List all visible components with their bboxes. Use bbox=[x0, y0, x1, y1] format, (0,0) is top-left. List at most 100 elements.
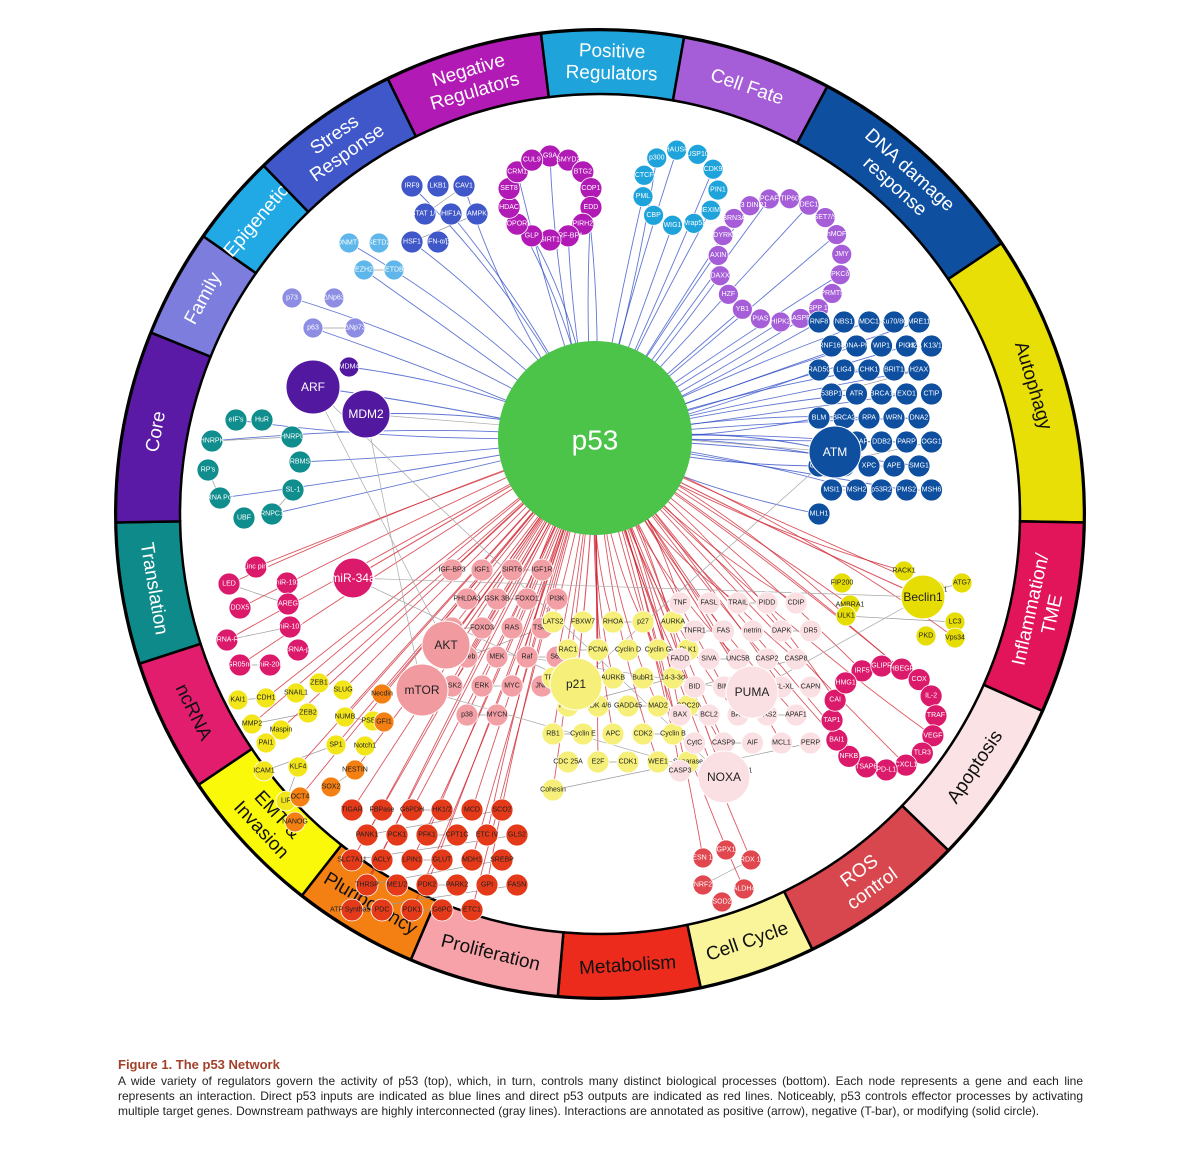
gene-node-circle bbox=[907, 310, 931, 334]
gene-node: RACK1 bbox=[892, 560, 916, 582]
gene-node-label: CASP2 bbox=[756, 656, 779, 663]
gene-node: FADD bbox=[668, 647, 692, 671]
gene-node-label: SIRT6 bbox=[502, 567, 522, 574]
gene-node-label: NUMB bbox=[335, 714, 356, 721]
gene-node: HuR bbox=[250, 408, 274, 432]
gene-node: SP1 bbox=[325, 734, 347, 756]
gene-node: SIRT6 bbox=[500, 558, 524, 582]
gene-node-circle bbox=[270, 719, 292, 741]
hub-node-circle bbox=[285, 359, 341, 415]
gene-node-label: PERP bbox=[801, 740, 820, 747]
gene-node-label: RNPC1 bbox=[260, 511, 284, 518]
gene-node-label: IFN-α/β bbox=[426, 239, 450, 246]
gene-node-circle bbox=[371, 683, 393, 705]
gene-node-circle bbox=[616, 750, 640, 774]
gene-node-circle bbox=[826, 224, 847, 245]
gene-node: MYCN bbox=[485, 703, 509, 727]
gene-node-label: Separase bbox=[673, 759, 703, 766]
gene-node-circle bbox=[500, 616, 524, 640]
gene-node-circle bbox=[854, 755, 878, 779]
gene-node: SREBP bbox=[490, 848, 514, 872]
gene-node: WEE1 bbox=[646, 750, 670, 774]
gene-node-label: miR-107 bbox=[277, 624, 304, 631]
gene-node-label: TAP1 bbox=[824, 717, 841, 724]
gene-node: BAI1 bbox=[825, 728, 849, 752]
gene-node-circle bbox=[445, 873, 469, 897]
gene-node: USP10 bbox=[687, 143, 709, 165]
gene-node-label: JNK bbox=[535, 683, 549, 690]
gene-node-label: ΔNp73 bbox=[344, 325, 366, 332]
gene-node-circle bbox=[196, 458, 220, 482]
gene-node: IL-2 bbox=[919, 684, 943, 708]
gene-node-label: 14-3-3σ bbox=[661, 675, 686, 682]
gene-node-circle bbox=[430, 898, 454, 922]
gene-node-label: NESTIN bbox=[342, 767, 368, 774]
gene-node-label: COX bbox=[912, 676, 928, 683]
gene-node-label: FAS bbox=[717, 628, 731, 635]
gene-node-label: FBXW7 bbox=[571, 619, 595, 626]
gene-node: WIG1 bbox=[662, 214, 683, 236]
gene-node-label: HEXIM1 bbox=[698, 207, 724, 214]
gene-node-label: PI3K bbox=[549, 596, 565, 603]
gene-node-circle bbox=[895, 382, 918, 406]
gene-node-label: p53R2 bbox=[871, 487, 892, 494]
gene-node-label: GADD45 bbox=[614, 703, 642, 710]
gene-node-label: CDH1 bbox=[256, 695, 275, 702]
segment-inflammation-label: Inflammation/TME bbox=[1008, 551, 1075, 672]
gene-node: FASN bbox=[505, 873, 529, 897]
gene-node-circle bbox=[616, 638, 640, 662]
gene-node: SETDB1 bbox=[380, 259, 408, 281]
gene-node-label: MSH6 bbox=[922, 487, 942, 494]
gene-node-circle bbox=[857, 358, 881, 382]
gene-node-circle bbox=[250, 408, 274, 432]
gene-node-circle bbox=[556, 750, 580, 774]
gene-node-label: RACK1 bbox=[892, 568, 915, 575]
gene-node-label: MSH2 bbox=[847, 487, 867, 494]
gene-node: AIF bbox=[741, 731, 764, 755]
gene-node: MDM4 bbox=[338, 356, 359, 378]
segment-ros: ROScontrol bbox=[782, 803, 950, 951]
gene-node-label: PML bbox=[636, 193, 651, 200]
gene-node: AURKB bbox=[601, 666, 625, 690]
gene-node: HIPK2 bbox=[770, 311, 791, 333]
gene-node: FOXO3 bbox=[470, 616, 494, 640]
gene-node-circle bbox=[586, 750, 610, 774]
gene-node-circle bbox=[208, 486, 232, 510]
gene-node-label: RPA bbox=[862, 415, 876, 422]
gene-node-label: NFKB bbox=[840, 753, 859, 760]
gene-node-label: RSK2 bbox=[443, 683, 461, 690]
gene-node: H2AX bbox=[907, 358, 931, 382]
gene-node-circle bbox=[731, 298, 753, 320]
gene-node-label: SREBP bbox=[490, 857, 514, 864]
gene-node-label: MAD2 bbox=[648, 703, 668, 710]
gene-node-circle bbox=[430, 798, 454, 822]
gene-node: APAF1 bbox=[784, 703, 808, 727]
gene-node-circle bbox=[668, 647, 692, 671]
hub-node-label: Beclin1 bbox=[903, 590, 943, 604]
gene-node: TOPORS bbox=[502, 212, 532, 236]
gene-node: TRAIL bbox=[726, 591, 750, 615]
hub-node-circle bbox=[725, 665, 779, 719]
gene-node: RNF8 bbox=[807, 310, 831, 334]
gene-node-label: ΔNp63 bbox=[323, 295, 345, 302]
gene-node-label: netrin bbox=[744, 628, 762, 635]
gene-node-circle bbox=[687, 143, 709, 165]
gene-node-circle bbox=[779, 188, 801, 210]
gene-node-circle bbox=[439, 202, 463, 226]
gene-node-circle bbox=[784, 703, 808, 727]
gene-node-circle bbox=[798, 194, 820, 216]
gene-node: HIF1A bbox=[439, 202, 463, 226]
gene-node: TNF bbox=[668, 591, 692, 615]
gene-node-label: CDK1 bbox=[619, 759, 638, 766]
gene-node-label: ME1/2 bbox=[387, 882, 407, 889]
segment-inflammation: Inflammation/TME bbox=[982, 520, 1086, 713]
gene-node-circle bbox=[807, 406, 831, 430]
gene-node-label: ETC IV bbox=[476, 832, 499, 839]
gene-node-label: PIDD bbox=[759, 600, 776, 607]
gene-node-circle bbox=[285, 682, 307, 704]
gene-node: KAI1 bbox=[227, 689, 249, 711]
gene-node-label: lincRNA-RoR bbox=[206, 637, 248, 644]
gene-node: HEXIM1 bbox=[698, 199, 724, 221]
